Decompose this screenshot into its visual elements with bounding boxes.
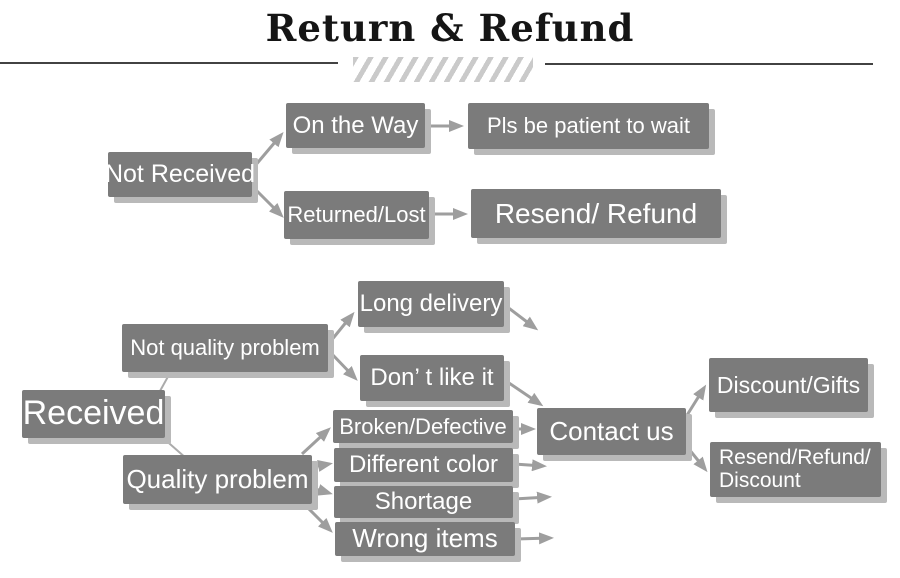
node-resend-refund-discount: Resend/Refund/ Discount bbox=[710, 442, 881, 497]
node-contact-us: Contact us bbox=[537, 408, 686, 455]
arrow-quality-problem-to-shortage bbox=[311, 484, 333, 496]
arrow-contact-us-to-resend-refund-discount bbox=[682, 442, 708, 473]
arrow-not-quality-problem-to-dont-like-it bbox=[328, 350, 358, 381]
node-long-delivery-label: Long delivery bbox=[359, 290, 503, 318]
node-wrong-items-label: Wrong items bbox=[352, 523, 498, 554]
node-quality-problem: Quality problem bbox=[123, 455, 312, 504]
arrow-quality-problem-to-wrong-items bbox=[302, 502, 333, 533]
title-rule-left bbox=[0, 62, 338, 64]
node-dont-like-it-label: Don’ t like it bbox=[370, 364, 494, 392]
node-returned-lost: Returned/Lost bbox=[284, 191, 429, 239]
node-broken-defective: Broken/Defective bbox=[333, 410, 513, 443]
node-returned-lost-label: Returned/Lost bbox=[287, 202, 426, 228]
arrow-different-color-out bbox=[513, 459, 547, 472]
node-on-the-way: On the Way bbox=[286, 103, 425, 148]
arrow-not-received-to-returned-lost bbox=[252, 186, 284, 218]
node-not-quality-problem-label: Not quality problem bbox=[130, 335, 320, 361]
node-pls-be-patient: Pls be patient to wait bbox=[468, 103, 709, 149]
arrow-long-delivery-out bbox=[505, 304, 539, 331]
arrow-contact-us-to-discount-gifts bbox=[682, 384, 707, 421]
node-contact-us-label: Contact us bbox=[549, 415, 674, 446]
node-quality-problem-label: Quality problem bbox=[126, 463, 309, 494]
node-shortage-label: Shortage bbox=[374, 488, 473, 516]
arrow-wrong-items-out bbox=[515, 532, 554, 545]
node-pls-be-patient-label: Pls be patient to wait bbox=[486, 113, 690, 139]
node-discount-gifts-label: Discount/Gifts bbox=[716, 371, 861, 398]
node-resend-refund-label: Resend/ Refund bbox=[494, 197, 698, 229]
node-shortage: Shortage bbox=[334, 486, 513, 518]
node-received: Received bbox=[22, 390, 165, 438]
arrow-quality-problem-to-different-color bbox=[311, 460, 333, 472]
node-not-quality-problem: Not quality problem bbox=[122, 324, 328, 372]
node-on-the-way-label: On the Way bbox=[292, 111, 419, 139]
node-resend-refund-discount-line2: Discount bbox=[719, 468, 801, 492]
page-title: Return & Refund bbox=[265, 6, 635, 50]
node-resend-refund: Resend/ Refund bbox=[471, 189, 721, 238]
arrow-quality-problem-to-broken-defective bbox=[300, 427, 331, 456]
title-rule-right bbox=[545, 63, 873, 65]
node-discount-gifts: Discount/Gifts bbox=[709, 358, 868, 412]
node-resend-refund-discount-line1: Resend/Refund/ bbox=[719, 446, 871, 470]
node-wrong-items: Wrong items bbox=[335, 522, 515, 556]
arrow-shortage-out bbox=[513, 491, 552, 504]
arrow-not-quality-problem-to-long-delivery bbox=[328, 311, 355, 343]
node-different-color: Different color bbox=[334, 448, 513, 482]
arrow-dont-like-it-to-contact-us bbox=[505, 379, 544, 407]
node-not-received: Not Received bbox=[105, 152, 255, 197]
title-hatch-decoration bbox=[353, 57, 533, 82]
node-dont-like-it: Don’ t like it bbox=[360, 355, 504, 401]
connector-received-to-not-quality-problem bbox=[159, 372, 171, 392]
arrow-not-received-to-on-the-way bbox=[252, 131, 284, 168]
node-long-delivery: Long delivery bbox=[358, 281, 504, 327]
node-different-color-label: Different color bbox=[349, 451, 498, 479]
node-broken-defective-label: Broken/Defective bbox=[339, 413, 507, 439]
node-received-label: Received bbox=[22, 394, 165, 433]
node-not-received-label: Not Received bbox=[104, 160, 256, 189]
